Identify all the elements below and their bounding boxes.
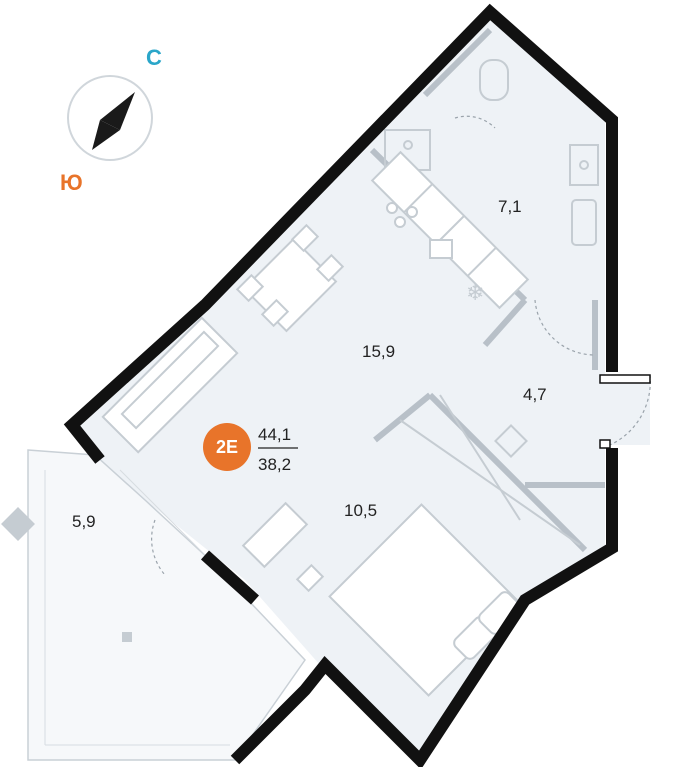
room-label-balcony: 5,9 xyxy=(72,512,96,531)
exterior-walls xyxy=(63,3,618,767)
compass-needle xyxy=(100,92,135,130)
wardrobe xyxy=(399,394,581,546)
compass-north-label: С xyxy=(146,45,162,70)
entrance-door xyxy=(599,374,651,449)
dining-set xyxy=(235,223,345,333)
compass-south-label: Ю xyxy=(60,170,83,195)
apartment-badge xyxy=(203,423,251,471)
sofa xyxy=(101,316,239,454)
balcony xyxy=(1,449,306,761)
compass: С Ю xyxy=(60,45,162,195)
total-area: 44,1 xyxy=(258,425,291,444)
apartment-code: 2E xyxy=(216,437,238,457)
room-label-bathroom: 7,1 xyxy=(498,197,522,216)
apartment-info: 2E 44,1 38,2 xyxy=(203,423,298,474)
room-label-hallway: 4,7 xyxy=(523,385,547,404)
floor-area xyxy=(75,15,650,760)
svg-text:❄: ❄ xyxy=(466,281,484,306)
living-area: 38,2 xyxy=(258,455,291,474)
room-label-kitchen-living: 15,9 xyxy=(362,342,395,361)
room-label-bedroom: 10,5 xyxy=(344,501,377,520)
bedroom-furniture xyxy=(241,501,522,697)
kitchen-units: ❄ xyxy=(370,150,530,310)
door-swings xyxy=(151,115,651,576)
